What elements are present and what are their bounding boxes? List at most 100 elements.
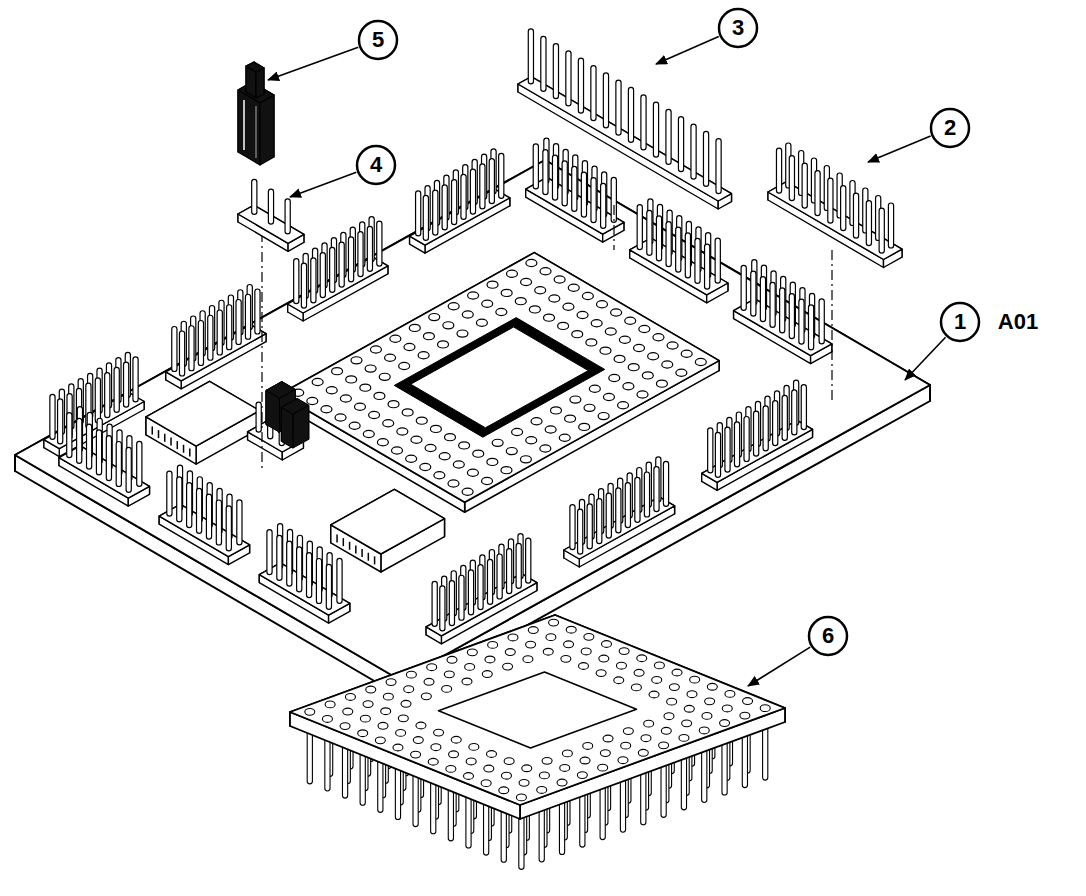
jumper-handle-top (246, 62, 264, 72)
adapter-hole (398, 715, 408, 722)
board-header-pin (470, 169, 475, 214)
adapter-hole (526, 641, 536, 648)
leader-arrow (905, 337, 946, 380)
socket-hole (563, 303, 574, 310)
adapter-hole (669, 684, 679, 691)
short-header-pin (776, 148, 781, 193)
board-header-pin (581, 172, 586, 217)
socket-hole (374, 392, 385, 399)
adapter-hole (345, 694, 355, 701)
short-header-pin (841, 186, 846, 231)
socket-hole (487, 458, 498, 465)
socket-hole (526, 259, 537, 266)
adapter-hole (393, 744, 403, 751)
adapter-hole (482, 671, 492, 678)
socket-hole (468, 292, 479, 299)
long-header-pin (566, 51, 571, 106)
socket-hole (695, 358, 706, 365)
adapter-hole (722, 705, 732, 712)
socket-hole (506, 448, 517, 455)
board-header-pin (480, 164, 485, 209)
board-header-pin (227, 305, 232, 350)
three-pin-header-pin (268, 189, 273, 224)
adapter-hole (619, 648, 629, 655)
adapter-hole (522, 765, 532, 772)
board-header-pin (725, 427, 730, 472)
adapter-hole (687, 691, 697, 698)
socket-hole (639, 325, 650, 332)
socket-hole (540, 268, 551, 275)
board-header-pin (187, 483, 192, 528)
adapter-hole (421, 693, 431, 700)
adapter-hole (401, 700, 411, 707)
board-header-pin (197, 488, 202, 533)
adapter-hole (546, 634, 556, 641)
board-header-pin (562, 161, 567, 206)
adapter-hole (501, 772, 511, 779)
board-header-pin (77, 418, 82, 463)
adapter-hole (659, 742, 669, 749)
adapter-hole (760, 705, 770, 712)
board-header-pin (96, 430, 101, 475)
adapter-hole (743, 698, 753, 705)
board-header-pin (348, 237, 353, 282)
board-header-pin (87, 424, 92, 469)
socket-hole (340, 395, 351, 402)
board-header-pin (754, 411, 759, 456)
long-header-pin (591, 66, 596, 121)
callout-circle (357, 146, 395, 184)
callout-circle (809, 617, 847, 655)
board-header-pin (751, 271, 756, 316)
board-header-pin (440, 586, 445, 631)
chip-leg (368, 553, 370, 561)
board-header-pin (526, 538, 531, 583)
board-header-pin (819, 299, 824, 344)
socket-hole (349, 422, 360, 429)
pga-socket-top (280, 253, 719, 503)
long-header-pin (678, 117, 683, 172)
socket-hole (531, 418, 542, 425)
socket-hole (520, 456, 531, 463)
socket-hole (404, 343, 415, 350)
socket-hole (506, 270, 517, 277)
short-header-pin (789, 156, 794, 201)
callout-number: 2 (944, 117, 956, 139)
adapter-hole (580, 757, 590, 764)
short-header-pin (815, 171, 820, 216)
adapter-hole (634, 669, 644, 676)
chip-leg (343, 538, 345, 546)
board-header-pin (676, 227, 681, 272)
adapter-hole (560, 765, 570, 772)
callout-number: 4 (370, 154, 382, 176)
socket-hole (487, 281, 498, 288)
board-header-pin (533, 144, 538, 189)
adapter-hole (360, 715, 370, 722)
board-header-pin (552, 155, 557, 200)
board-header-pin (217, 310, 222, 355)
adapter-hole (549, 619, 559, 626)
adapter-hole (340, 723, 350, 730)
circuit-board-top (15, 160, 930, 680)
adapter-hole (631, 684, 641, 691)
adapter-hole (442, 686, 452, 693)
board-header-pin (597, 499, 602, 544)
socket-hole (614, 355, 625, 362)
socket-hole (379, 373, 390, 380)
board-header-pin (601, 183, 606, 228)
socket-hole (332, 368, 343, 375)
board-header-pin (116, 441, 121, 486)
board-header-pin (792, 390, 797, 435)
board-header-pin (666, 222, 671, 267)
adapter-hole (413, 737, 423, 744)
board-header-pin (449, 581, 454, 626)
board-header-pin (206, 494, 211, 539)
board-header-pin (489, 159, 494, 204)
socket-hole (473, 450, 484, 457)
socket-hole (512, 428, 523, 435)
adapter-hole (424, 678, 434, 685)
adapter-hole (644, 720, 654, 727)
adapter-hole (720, 720, 730, 727)
board-header-base-top (59, 446, 150, 498)
adapter-hole (504, 758, 514, 765)
board-header-pin (773, 401, 778, 446)
